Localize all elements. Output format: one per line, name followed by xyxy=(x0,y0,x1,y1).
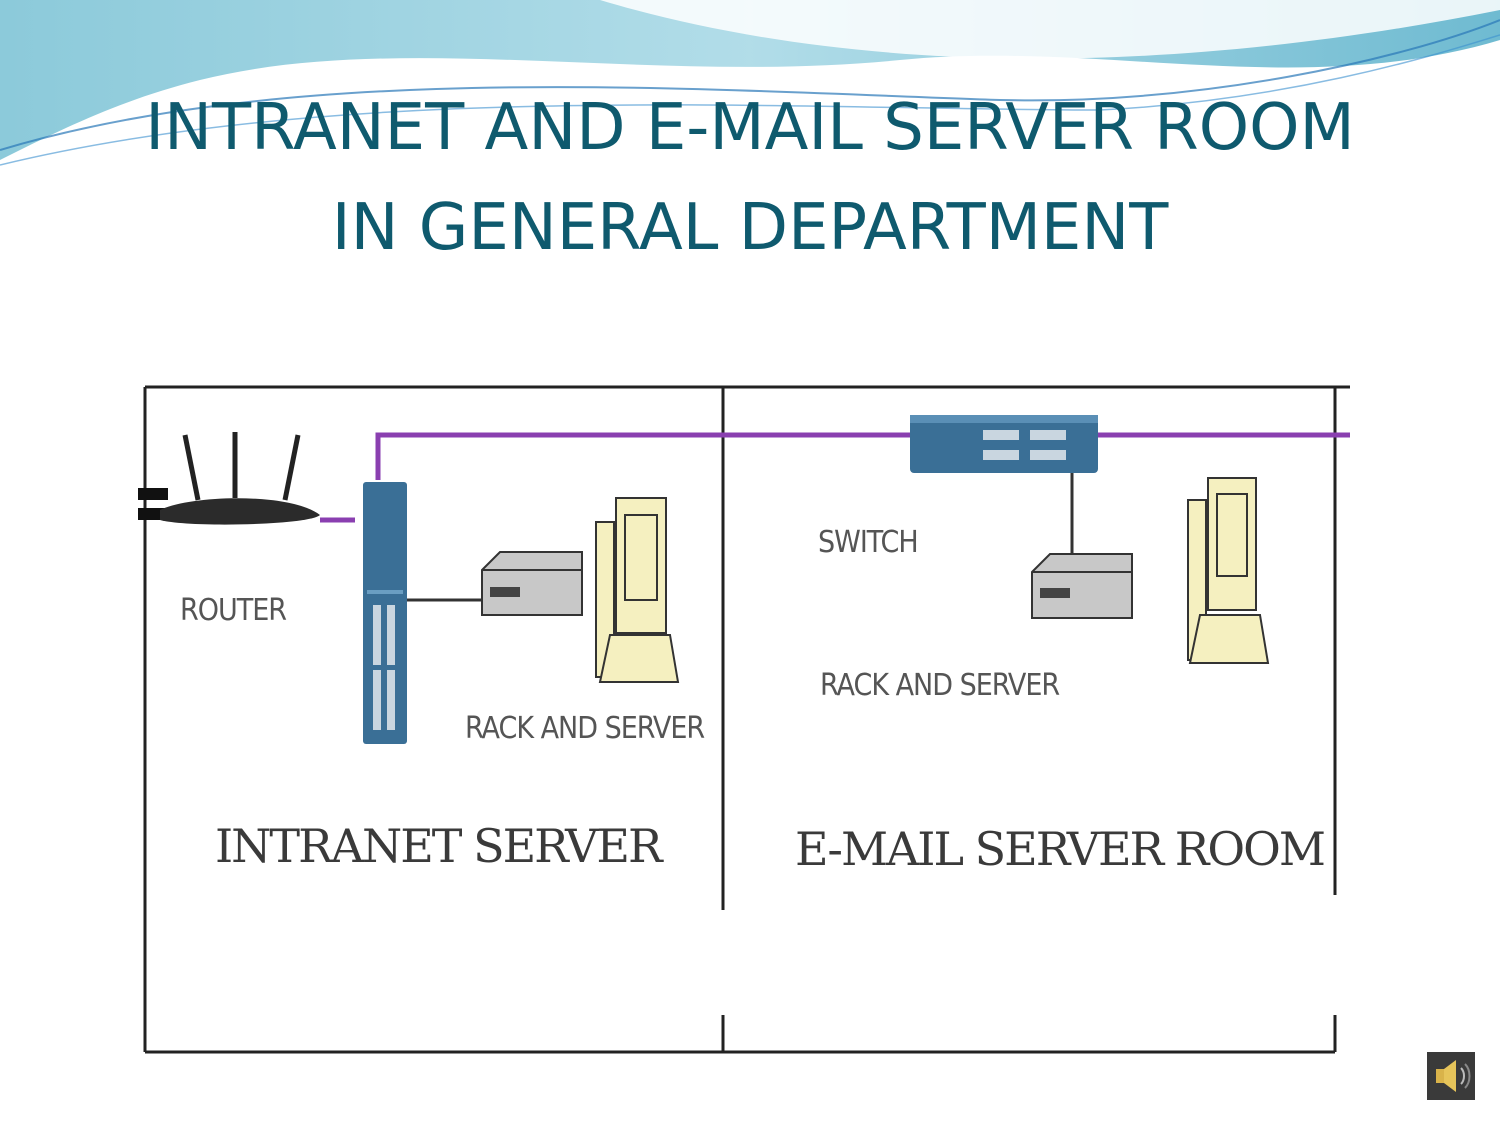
wave-header-decoration xyxy=(0,0,1500,166)
rack-server-right-label: RACK AND SERVER xyxy=(820,668,1059,703)
computer-left-icon xyxy=(595,497,680,683)
computer-right-icon xyxy=(1187,477,1270,664)
rack-server-left-icon xyxy=(481,551,583,616)
slide-title: INTRANET AND E-MAIL SERVER ROOM IN GENER… xyxy=(0,78,1500,278)
vertical-switch-icon xyxy=(363,482,407,744)
network-links xyxy=(320,432,1350,523)
network-switch-icon xyxy=(910,415,1098,473)
diagram-frame xyxy=(143,385,1350,1054)
router-icon xyxy=(138,432,320,525)
rack-server-right-icon xyxy=(1031,553,1133,619)
network-diagram: ROUTER RACK AND SERVER INTRANET SERVER S… xyxy=(138,385,1350,1054)
slide-title-line-1: INTRANET AND E-MAIL SERVER ROOM xyxy=(145,91,1355,165)
slide-title-line-2: IN GENERAL DEPARTMENT xyxy=(331,191,1169,265)
speaker-icon[interactable] xyxy=(1427,1052,1475,1100)
intranet-server-label: INTRANET SERVER xyxy=(215,819,664,873)
switch-label: SWITCH xyxy=(818,525,918,560)
email-server-room-label: E-MAIL SERVER ROOM xyxy=(795,822,1324,876)
router-label: ROUTER xyxy=(180,593,286,628)
rack-server-left-label: RACK AND SERVER xyxy=(465,711,704,746)
